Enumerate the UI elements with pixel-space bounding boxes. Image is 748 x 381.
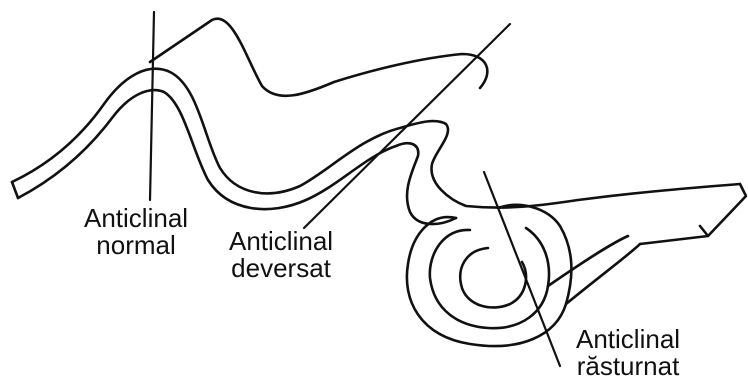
label-deversat-line1: Anticlinal	[229, 228, 333, 255]
label-normal-line1: Anticlinal	[84, 205, 188, 232]
label-rasturnat-line2: răsturnat	[576, 353, 680, 380]
fold-lower-limb	[566, 244, 640, 304]
label-rasturnat-line1: Anticlinal	[576, 326, 680, 353]
overturned-loop-inner	[430, 228, 549, 328]
fold-left-end	[12, 182, 18, 198]
label-normal-line2: normal	[84, 232, 188, 259]
label-anticlinal-deversat: Anticlinal deversat	[229, 228, 333, 282]
axial-plane-normal	[150, 12, 154, 200]
fold-lower-limb-2	[548, 236, 628, 286]
fold-right-end	[640, 184, 746, 244]
label-anticlinal-normal: Anticlinal normal	[84, 205, 188, 259]
fold-back-edge	[150, 19, 487, 96]
label-deversat-line2: deversat	[229, 255, 333, 282]
fold-top-surface	[12, 69, 740, 208]
overturned-loop-outer	[407, 205, 572, 346]
label-anticlinal-rasturnat: Anticlinal răsturnat	[576, 326, 680, 380]
